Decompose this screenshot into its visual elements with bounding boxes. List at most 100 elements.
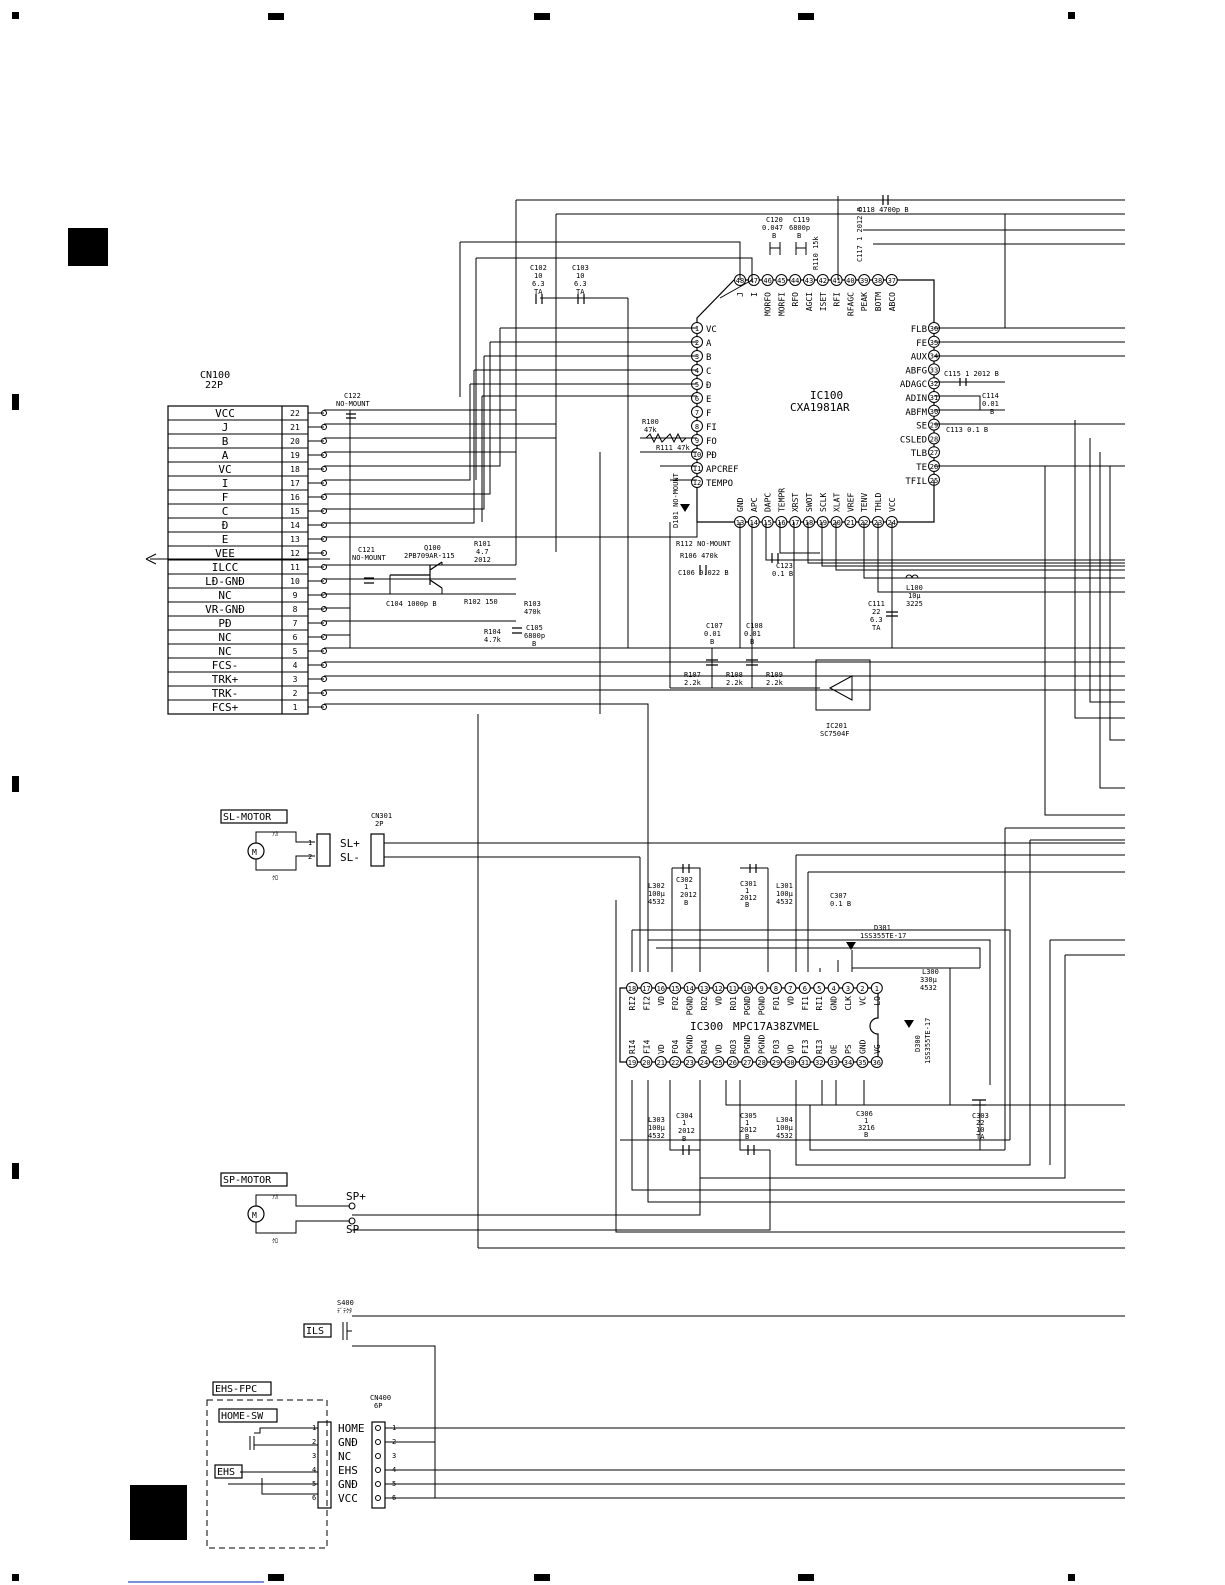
ic100-pin-name: FE [916,339,927,349]
cn400-pin-terminal [375,1467,381,1473]
ic300-pin-name: PGND [758,1035,767,1054]
ic100-pin-name: VCC [888,497,897,512]
svg-text:2: 2 [312,1438,316,1446]
svg-text:100μ: 100μ [648,890,666,898]
svg-text:R100: R100 [642,418,659,426]
svg-text:C302: C302 [676,876,693,884]
ic100-pin-number: 30 [930,408,938,416]
ic100-pin-number: 32 [930,380,938,388]
ic300-pin-number: 3 [846,985,850,993]
ic300-pin-number: 29 [772,1059,780,1067]
svg-text:TA: TA [576,288,585,296]
cn100-row-pin: 3 [293,675,298,684]
ic100-pin [803,274,815,286]
svg-text:CN400: CN400 [370,1394,391,1402]
ic300-pin-number: 31 [801,1059,809,1067]
ic100-pin-number: 14 [750,519,758,527]
cn100-row-name: J [222,421,229,434]
r100-resistor [645,432,667,444]
cn400-pin-terminal [375,1439,381,1445]
cn100-row-name: LĐ-GNĐ [205,575,245,588]
svg-text:6800p: 6800p [524,632,545,640]
ic100-pin [928,363,940,376]
ic100-pin-name: ISET [819,292,828,311]
ic100-pin [928,404,940,417]
ic300-pin-number: 12 [714,985,722,993]
ic300-pin-name: PGND [743,1035,752,1054]
cn100-row-pin: 16 [290,493,300,502]
ic100-pin [928,446,940,459]
ic100-pin-name: ADIN [905,394,927,404]
svg-text:1: 1 [684,883,688,891]
ic300-pin-name: VC [858,996,867,1006]
svg-text:R104: R104 [484,628,501,636]
ic300-pin-number: 1 [875,985,879,993]
ic100-pin-name: CSLED [900,435,927,445]
ic100-pin-number: 1 [695,325,699,333]
svg-text:1: 1 [864,1117,868,1125]
ic300-pin [813,982,826,994]
ic100-ref: IC100 [810,389,843,402]
cn100-row-pin: 9 [293,591,298,600]
ic300-pin-name: RI4 [628,1039,637,1054]
cn100-row-pin: 7 [293,619,298,628]
ic300-pin-number: 15 [671,985,679,993]
ic100-pin [747,516,760,528]
ic100-pin [885,274,898,286]
svg-text:100μ: 100μ [648,1124,666,1132]
ic100-pin [928,432,940,445]
ehs-label: EHS [217,1467,235,1478]
svg-text:4532: 4532 [920,984,937,992]
ic300-pin-name: FI4 [642,1039,651,1054]
cn400-pin-terminal [375,1495,381,1501]
cn100-row-name: VC [218,463,231,476]
svg-text:TA: TA [976,1133,985,1141]
ic300-pin-number: 26 [729,1059,737,1067]
cn100-row-name: A [222,449,229,462]
ic100-pin-name: F [706,409,711,419]
svg-text:2PB709AR-115: 2PB709AR-115 [404,552,455,560]
ic100-pin-name: VC [706,325,717,335]
svg-text:ｱｶ: ｱｶ [272,1194,278,1201]
ic100-pin-number: 40 [846,277,854,285]
cn400-row-name: VCC [338,1492,358,1505]
ic100-pin-name: Đ [706,381,711,391]
ic300-pin-number: 22 [671,1059,679,1067]
ic100-pin-number: 35 [930,339,938,347]
ic100-pin [691,406,703,418]
cn100-pin-count: 22P [205,380,223,391]
ic100-pin-number: 39 [860,277,868,285]
svg-text:2012: 2012 [740,1126,757,1134]
ic300-pin [640,1056,653,1068]
ic100-pin-name: SCLK [819,493,828,512]
cn100-row-pin: 6 [293,633,298,642]
cn100-row-pin: 8 [293,605,298,614]
ic300-pin [683,982,696,994]
svg-text:SP+: SP+ [346,1190,366,1203]
cn100-row-name: C [222,505,229,518]
r111-resistor [665,432,687,444]
svg-text:C103: C103 [572,264,589,272]
cn100-row-pin: 18 [290,465,300,474]
svg-text:6P: 6P [374,1402,382,1410]
svg-text:B: B [684,899,688,907]
ic100-pin-number: 33 [930,366,938,374]
ic300-pin-name: PS [844,1044,853,1054]
ic100-part: CXA1981AR [790,401,850,414]
ic100-pin-number: 37 [888,277,896,285]
svg-text:C117 1 2012 B: C117 1 2012 B [856,207,864,262]
ic300-wiring [324,452,1125,1249]
ic100-pin [747,274,760,286]
svg-text:ｸﾛ: ｸﾛ [272,1238,278,1245]
ic300-chip: IC300 MPC17A38ZVMEL 18RI217FI216VD15FO21… [619,982,883,1068]
ic300-pin-name: FI1 [801,996,810,1011]
ic100-pin-name: XLAT [833,493,842,512]
cn100-row-name: FCS- [212,659,239,672]
ic100-pin-number: 38 [874,277,882,285]
ic100-pin-name: TEMPR [777,488,786,512]
svg-text:C305: C305 [740,1112,757,1120]
svg-text:R107: R107 [684,671,701,679]
d300-diode [904,1020,914,1028]
ic100-pin-name: I [750,292,759,297]
ic100-pin-name: FLB [911,325,927,335]
